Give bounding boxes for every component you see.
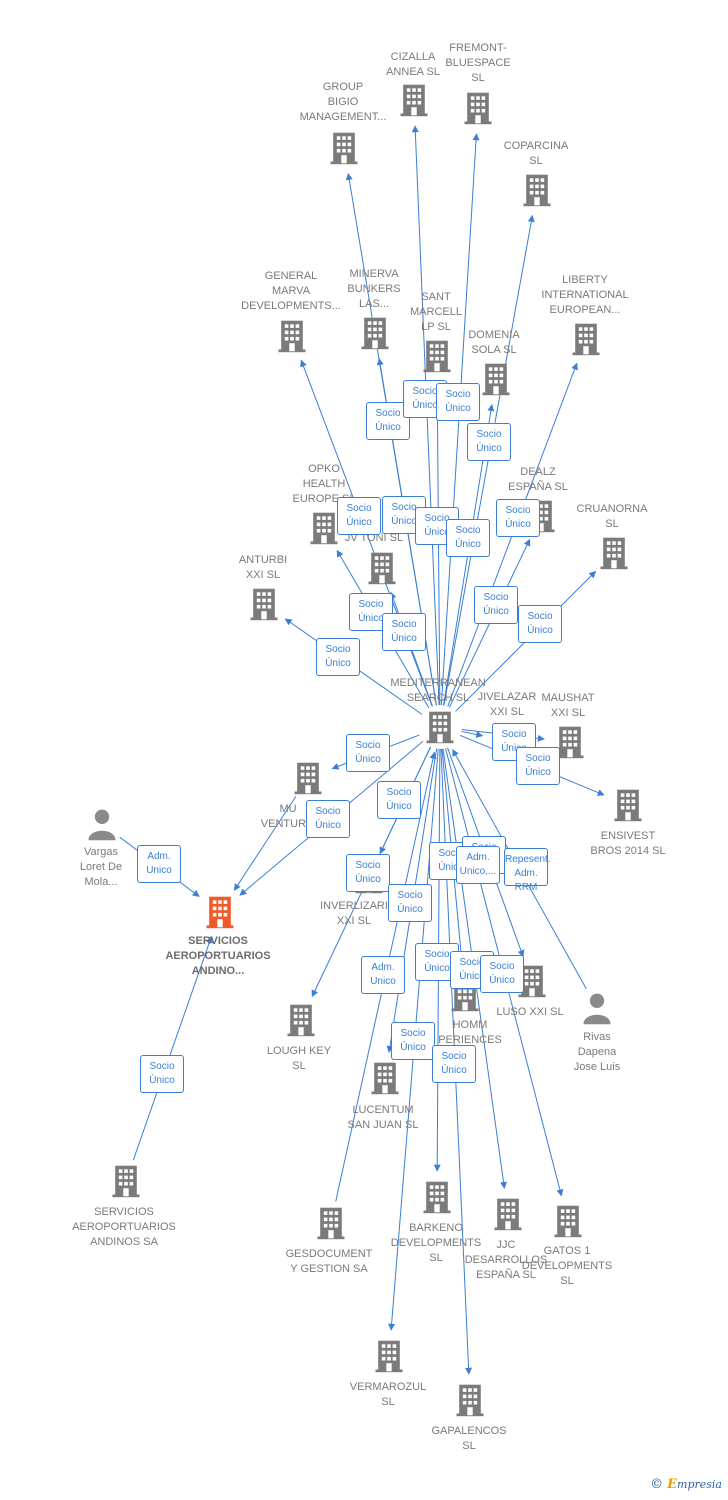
node-label-dealz[interactable]: DEALZ ESPAÑA SL bbox=[508, 466, 568, 493]
node-label-ensivest[interactable]: ENSIVEST BROS 2014 SL bbox=[590, 830, 666, 857]
brand-name: mpresia bbox=[677, 1478, 722, 1491]
node-label-gesdocument[interactable]: GESDOCUMENT Y GESTION SA bbox=[285, 1248, 373, 1275]
building-icon-mu_ventures[interactable] bbox=[294, 762, 322, 795]
node-label-rivas[interactable]: Rivas Dapena Jose Luis bbox=[573, 1031, 621, 1073]
building-icon-gapalencos[interactable] bbox=[456, 1384, 484, 1417]
copyright-symbol: © bbox=[650, 1477, 664, 1492]
building-icon-coparcina[interactable] bbox=[523, 174, 551, 207]
node-label-cruanorna[interactable]: CRUANORNA SL bbox=[576, 503, 648, 530]
building-icon-anturbi[interactable] bbox=[250, 588, 278, 621]
edge-label-e_sant_marcell: Socio Único bbox=[436, 383, 480, 421]
node-label-jv_toni[interactable]: JV TONI SL bbox=[344, 532, 404, 544]
edge-mediterranean-to-jivelazar bbox=[461, 730, 484, 738]
building-icon-group_bigio[interactable] bbox=[330, 132, 358, 165]
node-label-maushat[interactable]: MAUSHAT XXI SL bbox=[541, 692, 595, 719]
building-icon-domenia[interactable] bbox=[482, 363, 510, 396]
edge-label-e_cruanorna: Socio Único bbox=[518, 605, 562, 643]
building-icon-general_marva[interactable] bbox=[278, 320, 306, 353]
building-icon-vermarozul[interactable] bbox=[375, 1340, 403, 1373]
node-label-domenia[interactable]: DOMENIA SOLA SL bbox=[468, 329, 520, 356]
building-icon-jv_toni[interactable] bbox=[368, 552, 396, 585]
node-label-jjc[interactable]: JJC DESARROLLOS ESPAÑA SL bbox=[464, 1239, 548, 1281]
person-icon-vargas[interactable] bbox=[88, 809, 116, 841]
node-label-liberty[interactable]: LIBERTY INTERNATIONAL EUROPEAN... bbox=[541, 274, 629, 316]
edge-label-e_liberty: Socio Único bbox=[474, 586, 518, 624]
edge-label-e_sa_andinos: Socio Único bbox=[140, 1055, 184, 1093]
node-label-minerva[interactable]: MINERVA BUNKERS LAS... bbox=[347, 268, 401, 310]
node-label-general_marva[interactable]: GENERAL MARVA DEVELOPMENTS... bbox=[241, 270, 341, 312]
empresia-footer: ©Empresia bbox=[650, 1477, 722, 1492]
edge-label-e_inverlizari_b: Socio Único bbox=[346, 854, 390, 892]
edge-label-e_inverlizari_a: Socio Único bbox=[377, 781, 421, 819]
node-label-sa_andinos[interactable]: SERVICIOS AEROPORTUARIOS ANDINOS SA bbox=[72, 1206, 176, 1248]
node-label-jivelazar[interactable]: JIVELAZAR XXI SL bbox=[477, 691, 537, 718]
edge-label-e_jv_toni_d: Socio Único bbox=[382, 613, 426, 651]
node-label-luso[interactable]: LUSO XXI SL bbox=[496, 1006, 564, 1018]
building-icon-barkeno[interactable] bbox=[423, 1181, 451, 1214]
edge-label-e_rivas_b: Adm. Unico,... bbox=[456, 846, 500, 884]
node-label-cizalla[interactable]: CIZALLA ANNEA SL bbox=[386, 51, 440, 78]
edge-label-e_anturbi: Socio Único bbox=[316, 638, 360, 676]
edge-label-e_luso: Socio Único bbox=[480, 955, 524, 993]
node-label-sa_andinos_focus[interactable]: SERVICIOS AEROPORTUARIOS ANDINO... bbox=[165, 935, 271, 977]
building-icon-sa_andinos[interactable] bbox=[112, 1165, 140, 1198]
building-icon-ensivest[interactable] bbox=[614, 789, 642, 822]
edge-label-e_gapalencos: Socio Único bbox=[432, 1045, 476, 1083]
edge-mu_ventures-to-sa_andinos_focus bbox=[233, 796, 297, 891]
building-icon-liberty[interactable] bbox=[572, 323, 600, 356]
edge-label-e_opko: Socio Único bbox=[337, 497, 381, 535]
node-label-mediterranean[interactable]: MEDITERRANEAN SEARCH SL bbox=[390, 677, 486, 704]
node-label-vargas[interactable]: Vargas Loret De Mola... bbox=[79, 846, 123, 888]
node-label-fremont[interactable]: FREMONT- BLUESPACE SL bbox=[445, 42, 511, 84]
node-label-lough_key[interactable]: LOUGH KEY SL bbox=[266, 1045, 332, 1072]
edge-label-e_dealz: Socio Único bbox=[496, 499, 540, 537]
edge-sa_andinos-to-sa_andinos_focus bbox=[132, 935, 213, 1161]
node-label-vermarozul[interactable]: VERMAROZUL SL bbox=[349, 1381, 427, 1408]
edge-label-e_lough_key: Socio Único bbox=[388, 884, 432, 922]
edge-label-e_maushat: Socio Único bbox=[516, 747, 560, 785]
edge-label-e_rivas_c: Repesent. Adm. RRM bbox=[504, 848, 551, 893]
node-label-sant_marcell[interactable]: SANT MARCELL LP SL bbox=[410, 291, 462, 333]
building-icon-gesdocument[interactable] bbox=[317, 1207, 345, 1240]
edge-label-e_minerva_a: Socio Único bbox=[366, 402, 410, 440]
building-icon-gatos[interactable] bbox=[554, 1205, 582, 1238]
edge-label-e_mu_ventures: Socio Único bbox=[346, 734, 390, 772]
node-label-gatos[interactable]: GATOS 1 DEVELOPMENTS SL bbox=[521, 1245, 613, 1287]
node-label-opko[interactable]: OPKO HEALTH EUROPE SL bbox=[292, 463, 356, 505]
node-label-group_bigio[interactable]: GROUP BIGIO MANAGEMENT... bbox=[299, 81, 387, 123]
building-icon-fremont[interactable] bbox=[464, 92, 492, 125]
building-icon-lucentum[interactable] bbox=[371, 1062, 399, 1095]
node-label-barkeno[interactable]: BARKENO DEVELOPMENTS SL bbox=[390, 1222, 482, 1264]
node-label-homm[interactable]: HOMM PERIENCES bbox=[438, 1019, 502, 1046]
node-label-mu_ventures[interactable]: MU VENTUR... bbox=[260, 803, 316, 830]
building-icon-cruanorna[interactable] bbox=[600, 537, 628, 570]
edge-label-e_jv_toni_b: Socio Único bbox=[446, 519, 490, 557]
edge-label-e_gesdocument: Adm. Unico bbox=[361, 956, 405, 994]
node-label-inverlizari[interactable]: INVERLIZARI XXI SL bbox=[320, 900, 388, 927]
edge-label-e_mu_focus: Socio Único bbox=[306, 800, 350, 838]
edge-label-e_lucentum: Socio Único bbox=[391, 1022, 435, 1060]
edge-label-e_domenia: Socio Único bbox=[467, 423, 511, 461]
node-label-gapalencos[interactable]: GAPALENCOS SL bbox=[431, 1425, 507, 1452]
brand-initial: E bbox=[667, 1477, 678, 1492]
building-icon-maushat[interactable] bbox=[556, 726, 584, 759]
building-icon-sa_andinos_focus[interactable] bbox=[206, 896, 234, 929]
node-label-coparcina[interactable]: COPARCINA SL bbox=[503, 140, 569, 167]
node-label-lucentum[interactable]: LUCENTUM SAN JUAN SL bbox=[347, 1104, 419, 1131]
node-label-anturbi[interactable]: ANTURBI XXI SL bbox=[238, 554, 288, 581]
edge-label-e_vargas_focus: Adm. Unico bbox=[137, 845, 181, 883]
building-icon-lough_key[interactable] bbox=[287, 1004, 315, 1037]
